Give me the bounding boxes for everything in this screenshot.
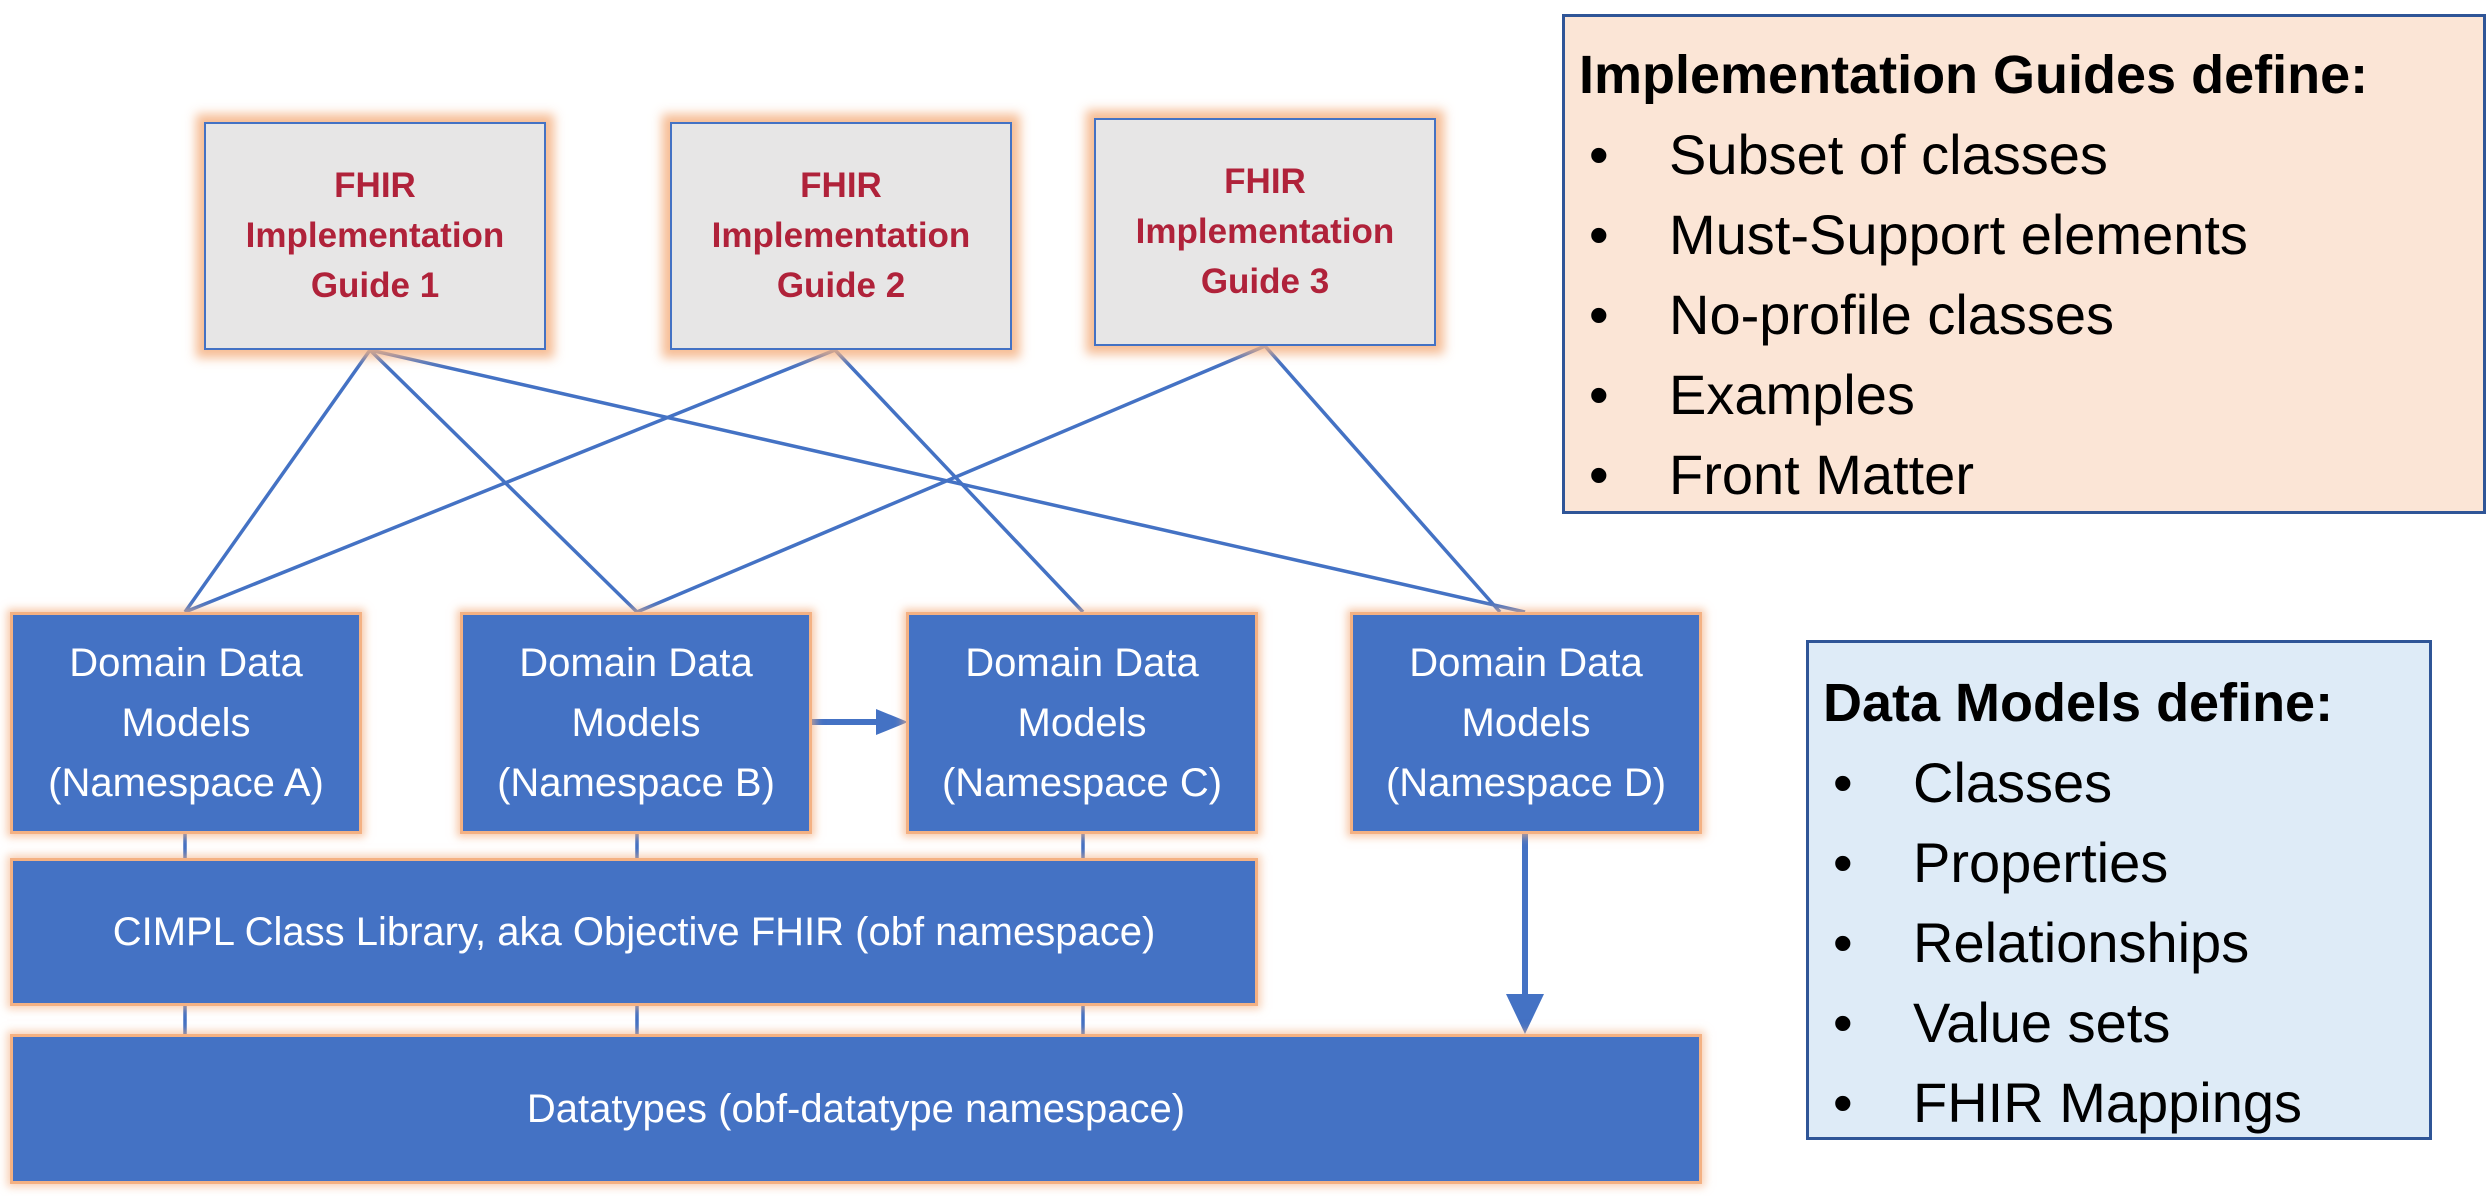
- domain-model-namespace-d-label: Domain Data Models (Namespace D): [1385, 641, 1667, 805]
- implementation-guide-1: FHIR Implementation Guide 1: [204, 122, 546, 350]
- link-guide3-model-d: [1263, 344, 1502, 614]
- domain-model-namespace-c-label: Domain Data Models (Namespace C): [941, 641, 1223, 805]
- legend-item: •Must-Support elements: [1579, 195, 2469, 275]
- implementation-guides-legend-title: Implementation Guides define:: [1579, 45, 2369, 105]
- implementation-guide-3: FHIR Implementation Guide 3: [1094, 118, 1436, 346]
- domain-model-namespace-a: Domain Data Models (Namespace A): [10, 612, 362, 834]
- data-models-legend: Data Models define: •Classes •Properties…: [1806, 640, 2432, 1140]
- link-guide1-model-b: [368, 348, 639, 614]
- implementation-guide-2-label: FHIR Implementation Guide 2: [711, 166, 971, 305]
- implementation-guide-1-label: FHIR Implementation Guide 1: [245, 166, 505, 305]
- data-models-legend-title: Data Models define:: [1823, 673, 2334, 733]
- arrow-model-d-to-datatypes-head: [1506, 994, 1544, 1034]
- bullet-glyph: •: [1833, 831, 1853, 894]
- bullet-glyph: •: [1589, 203, 1609, 266]
- bullet-glyph: •: [1589, 443, 1609, 506]
- bullet-glyph: •: [1589, 123, 1609, 186]
- legend-item: •Value sets: [1823, 983, 2415, 1063]
- implementation-guide-2: FHIR Implementation Guide 2: [670, 122, 1012, 350]
- domain-model-namespace-a-label: Domain Data Models (Namespace A): [48, 641, 324, 805]
- data-models-legend-list: •Classes •Properties •Relationships •Val…: [1823, 743, 2415, 1143]
- datatypes-bar: Datatypes (obf-datatype namespace): [10, 1034, 1702, 1184]
- cimpl-class-library-label: CIMPL Class Library, aka Objective FHIR …: [112, 909, 1156, 954]
- link-guide2-model-c: [833, 348, 1085, 614]
- domain-model-namespace-d: Domain Data Models (Namespace D): [1350, 612, 1702, 834]
- bullet-glyph: •: [1833, 911, 1853, 974]
- legend-item: •Subset of classes: [1579, 115, 2469, 195]
- bullet-glyph: •: [1589, 363, 1609, 426]
- legend-item: •Examples: [1579, 355, 2469, 435]
- legend-item: •No-profile classes: [1579, 275, 2469, 355]
- bullet-glyph: •: [1833, 1071, 1853, 1134]
- link-guide3-model-b: [636, 344, 1266, 614]
- implementation-guides-legend: Implementation Guides define: •Subset of…: [1562, 14, 2486, 514]
- legend-item: •Relationships: [1823, 903, 2415, 983]
- link-guide2-model-a: [184, 348, 836, 614]
- bullet-glyph: •: [1833, 991, 1853, 1054]
- bullet-glyph: •: [1833, 751, 1853, 814]
- implementation-guides-legend-list: •Subset of classes •Must-Support element…: [1579, 115, 2469, 515]
- legend-item: •Front Matter: [1579, 435, 2469, 515]
- legend-item: •Classes: [1823, 743, 2415, 823]
- domain-model-namespace-c: Domain Data Models (Namespace C): [906, 612, 1258, 834]
- domain-model-namespace-b-label: Domain Data Models (Namespace B): [497, 641, 775, 805]
- arrow-model-b-to-c-head: [876, 709, 908, 735]
- domain-model-namespace-b: Domain Data Models (Namespace B): [460, 612, 812, 834]
- implementation-guide-3-label: FHIR Implementation Guide 3: [1135, 162, 1395, 301]
- datatypes-label: Datatypes (obf-datatype namespace): [526, 1086, 1186, 1131]
- legend-item: •Properties: [1823, 823, 2415, 903]
- legend-item: •FHIR Mappings: [1823, 1063, 2415, 1143]
- bullet-glyph: •: [1589, 283, 1609, 346]
- link-guide1-model-a: [183, 348, 372, 614]
- cimpl-class-library: CIMPL Class Library, aka Objective FHIR …: [10, 858, 1258, 1006]
